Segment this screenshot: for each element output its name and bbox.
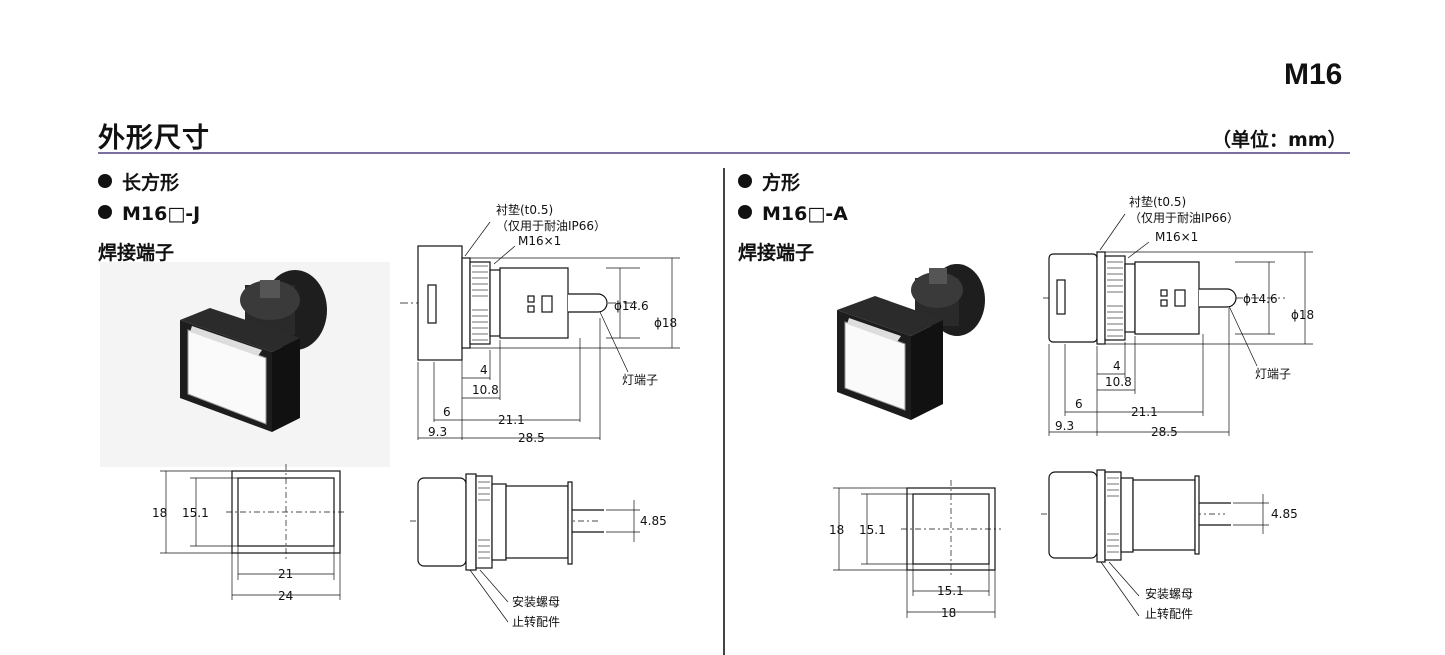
mount-nut-label: 安装螺母 [1145, 586, 1193, 601]
gasket-note: （仅用于耐油IP66） [1129, 211, 1239, 225]
left-shape-heading: 长方形 [98, 168, 179, 195]
dim-front-15-1: 15.1 [182, 506, 209, 520]
gasket-note: （仅用于耐油IP66） [496, 219, 606, 233]
right-drawings: 衬垫(t0.5) （仅用于耐油IP66） M16×1 ϕ14.6 ϕ18 灯端子… [829, 194, 1314, 621]
dim-10-8: 10.8 [1105, 375, 1132, 389]
front-view-rect-labels: 18 15.1 21 24 [152, 506, 293, 603]
bottom-view-square [1041, 469, 1269, 617]
dim-d18: ϕ18 [654, 316, 677, 330]
dim-6: 6 [443, 405, 451, 419]
dim-front-24: 24 [278, 589, 293, 603]
front-view-square-labels: 18 15.1 15.1 18 [829, 523, 964, 620]
dim-4-85: 4.85 [640, 514, 667, 528]
bottom-view-rect [410, 473, 640, 623]
side-view-square-labels: 衬垫(t0.5) （仅用于耐油IP66） M16×1 ϕ14.6 ϕ18 灯端子… [1055, 194, 1314, 439]
dim-front-18: 18 [152, 506, 167, 520]
left-terminal-heading: 焊接端子 [98, 242, 175, 264]
anti-rotation-label: 止转配件 [1145, 606, 1193, 621]
dim-4: 4 [1113, 359, 1121, 373]
bullet-icon [98, 174, 112, 188]
left-drawings: 衬垫(t0.5) （仅用于耐油IP66） M16×1 ϕ14.6 ϕ18 灯端子… [100, 202, 680, 629]
dim-d18: ϕ18 [1291, 308, 1314, 322]
front-view-rect [160, 464, 346, 600]
right-shape-heading: 方形 [738, 168, 800, 195]
dim-front-15-1-w: 15.1 [937, 584, 964, 598]
anti-rotation-label: 止转配件 [512, 614, 560, 629]
bullet-icon [738, 174, 752, 188]
left-model-heading: M16□-J [98, 203, 200, 225]
dim-21-1: 21.1 [1131, 405, 1158, 419]
gasket-label: 衬垫(t0.5) [496, 202, 553, 217]
dim-d14-6: ϕ14.6 [614, 299, 649, 313]
right-model-heading: M16□-A [738, 203, 848, 225]
mount-nut-label: 安装螺母 [512, 594, 560, 609]
dim-4-85: 4.85 [1271, 507, 1298, 521]
dim-front-21: 21 [278, 567, 293, 581]
lamp-terminal-label: 灯端子 [1255, 367, 1291, 381]
bullet-icon [738, 205, 752, 219]
side-view-square [1043, 213, 1313, 436]
model-code: M16 [1284, 58, 1343, 91]
bottom-view-rect-labels: 4.85 安装螺母 止转配件 [512, 514, 667, 629]
dim-front-18-w: 18 [941, 606, 956, 620]
dim-9-3: 9.3 [1055, 419, 1074, 433]
dim-4: 4 [480, 363, 488, 377]
product-illustration-square [837, 264, 985, 420]
bullet-icon [98, 205, 112, 219]
title-underline [98, 152, 1350, 154]
lamp-terminal-label: 灯端子 [622, 373, 658, 387]
thread-label: M16×1 [1155, 230, 1198, 244]
page-title: 外形尺寸 [98, 123, 210, 154]
column-divider [723, 168, 725, 655]
dim-10-8: 10.8 [472, 383, 499, 397]
gasket-label: 衬垫(t0.5) [1129, 194, 1186, 209]
product-illustration-rect [100, 262, 390, 467]
dim-6: 6 [1075, 397, 1083, 411]
front-view-square [833, 480, 1001, 618]
dim-28-5: 28.5 [518, 431, 545, 445]
side-view-rect-labels: 衬垫(t0.5) （仅用于耐油IP66） M16×1 ϕ14.6 ϕ18 灯端子… [428, 202, 677, 445]
dim-9-3: 9.3 [428, 425, 447, 439]
dim-28-5: 28.5 [1151, 425, 1178, 439]
bottom-view-square-labels: 4.85 安装螺母 止转配件 [1145, 507, 1298, 621]
dim-front-18: 18 [829, 523, 844, 537]
dim-d14-6: ϕ14.6 [1243, 292, 1278, 306]
dim-front-15-1: 15.1 [859, 523, 886, 537]
side-view-rect [400, 221, 680, 440]
thread-label: M16×1 [518, 234, 561, 248]
right-terminal-heading: 焊接端子 [738, 242, 815, 264]
unit-label: （单位：mm） [1212, 129, 1347, 151]
dim-21-1: 21.1 [498, 413, 525, 427]
